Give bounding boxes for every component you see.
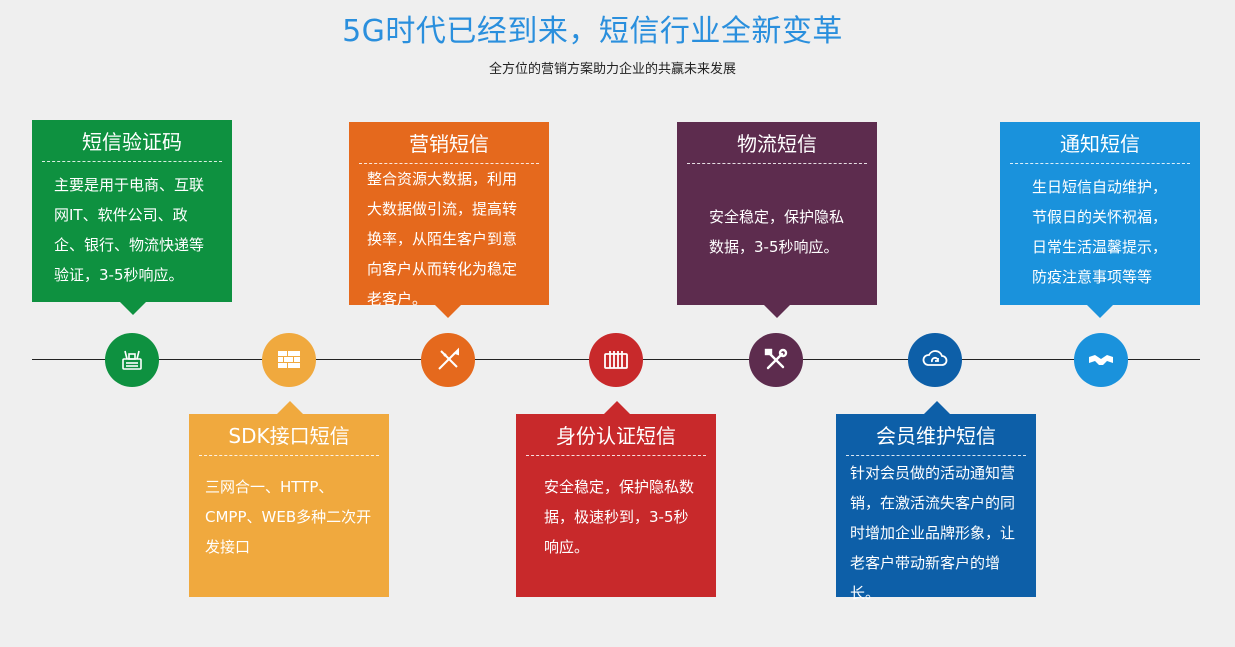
card-pointer	[277, 401, 303, 414]
card-sdk-interface-sms[interactable]: SDK接口短信 三网合一、HTTP、CMPP、WEB多种二次开发接口	[189, 401, 389, 597]
card-pointer	[435, 305, 461, 318]
tools-icon	[749, 333, 803, 387]
card-verification-code[interactable]: 短信验证码 主要是用于电商、互联网IT、软件公司、政企、银行、物流快递等验证，3…	[32, 120, 232, 315]
card-title: 物流短信	[687, 122, 867, 164]
card-pointer	[120, 302, 146, 315]
card-body: 三网合一、HTTP、CMPP、WEB多种二次开发接口	[205, 478, 372, 556]
card-title: 营销短信	[359, 122, 539, 164]
router-icon	[105, 333, 159, 387]
card-title: 会员维护短信	[846, 414, 1026, 456]
cloud-sync-icon	[908, 333, 962, 387]
card-title: 短信验证码	[42, 120, 222, 162]
brick-wall-icon	[262, 333, 316, 387]
card-member-maintenance-sms[interactable]: 会员维护短信 针对会员做的活动通知营销，在激活流失客户的同时增加企业品牌形象，让…	[836, 401, 1036, 602]
card-marketing-sms[interactable]: 营销短信 整合资源大数据，利用大数据做引流，提高转换率，从陌生客户到意向客户从而…	[349, 122, 549, 318]
card-pointer	[1087, 305, 1113, 318]
page-subtitle: 全方位的营销方案助力企业的共赢未来发展	[488, 62, 736, 77]
card-title: 通知短信	[1010, 122, 1190, 164]
card-body: 生日短信自动维护，节假日的关怀祝福，日常生活温馨提示，防疫注意事项等等	[1032, 178, 1168, 286]
card-pointer	[924, 401, 950, 414]
card-pointer	[764, 305, 790, 318]
card-body: 安全稳定，保护隐私数据，极速秒到，3-5秒响应。	[544, 478, 695, 556]
handshake-icon	[1074, 333, 1128, 387]
card-identity-auth-sms[interactable]: 身份认证短信 安全稳定，保护隐私数据，极速秒到，3-5秒响应。	[516, 401, 716, 597]
card-title: 身份认证短信	[526, 414, 706, 456]
card-body: 整合资源大数据，利用大数据做引流，提高转换率，从陌生客户到意向客户从而转化为稳定…	[367, 170, 518, 308]
card-notification-sms[interactable]: 通知短信 生日短信自动维护，节假日的关怀祝福，日常生活温馨提示，防疫注意事项等等	[1000, 122, 1200, 318]
card-body: 针对会员做的活动通知营销，在激活流失客户的同时增加企业品牌形象，让老客户带动新客…	[850, 464, 1016, 602]
filters-icon	[589, 333, 643, 387]
card-body: 安全稳定，保护隐私数据，3-5秒响应。	[709, 208, 845, 256]
page-title: 5G时代已经到来，短信行业全新变革	[342, 14, 843, 49]
card-logistics-sms[interactable]: 物流短信 安全稳定，保护隐私数据，3-5秒响应。	[677, 122, 877, 318]
card-body: 主要是用于电商、互联网IT、软件公司、政企、银行、物流快递等验证，3-5秒响应。	[54, 176, 205, 284]
card-title: SDK接口短信	[199, 414, 379, 456]
pencil-ruler-icon	[421, 333, 475, 387]
card-pointer	[604, 401, 630, 414]
